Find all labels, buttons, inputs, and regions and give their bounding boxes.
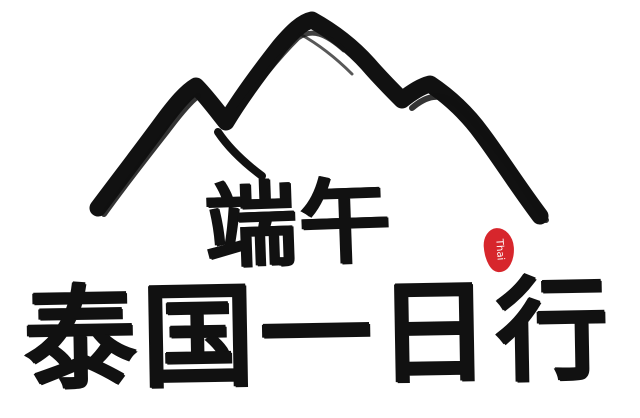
title-line-2: 泰国一日行 <box>22 264 616 407</box>
mountain-texture-stroke-3 <box>409 93 549 223</box>
mountain-texture-stroke-4 <box>298 32 354 76</box>
title-line-1: 端午 <box>203 166 395 282</box>
seal-text: Thai <box>493 238 506 261</box>
mountain-inner-stroke <box>214 128 266 180</box>
mountain-texture-stroke-1 <box>101 93 201 217</box>
mountain-texture-stroke-2 <box>235 30 347 113</box>
